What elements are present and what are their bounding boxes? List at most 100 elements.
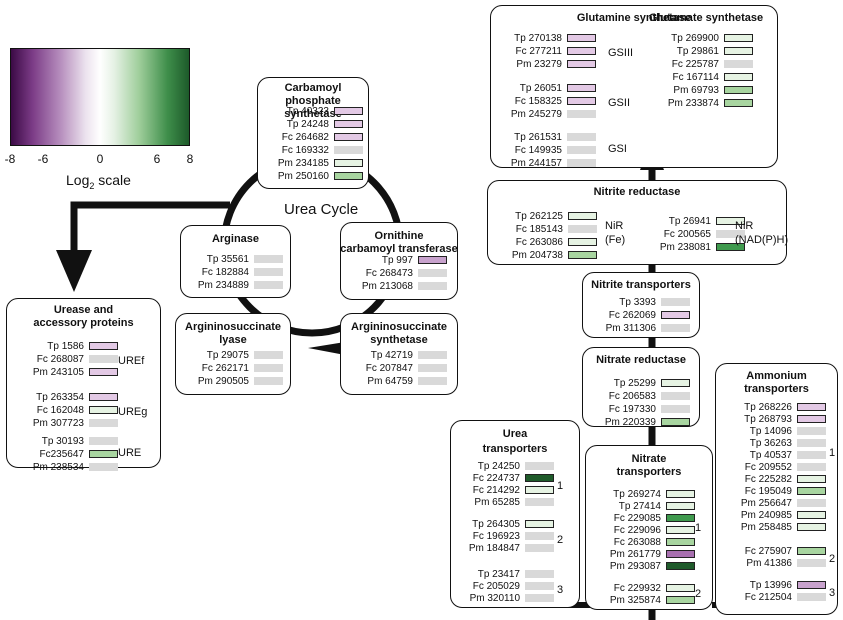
- gene-id: Pm 290505: [197, 375, 249, 387]
- gene-id: Pm 184847: [468, 542, 520, 554]
- expression-cell: [334, 133, 363, 141]
- box-title: transporters: [744, 383, 809, 395]
- gene-row: Fc 224737: [454, 472, 554, 484]
- box-nitrate-red: [582, 347, 700, 427]
- expression-cell: [334, 107, 363, 115]
- gene-id: Fc 214292: [472, 484, 520, 496]
- gene-id: Fc 182884: [201, 266, 249, 278]
- expression-cell: [797, 427, 826, 435]
- gene-id: Pm 64759: [367, 375, 413, 387]
- gene-id: Tp 270138: [514, 32, 562, 44]
- gene-row: Tp 29861: [635, 45, 753, 57]
- expression-cell: [666, 514, 695, 522]
- gene-id: Fc 263086: [515, 236, 563, 248]
- expression-cell: [418, 282, 447, 290]
- box-urease: [6, 298, 161, 468]
- box-title: transporters: [482, 443, 548, 455]
- gene-id: Fc 209552: [744, 461, 792, 473]
- gene-row: Tp 26941: [635, 215, 745, 227]
- expression-cell: [724, 47, 753, 55]
- gene-row: Fc 262171: [188, 362, 283, 374]
- expression-cell: [797, 547, 826, 555]
- gene-row: Pm 64759: [352, 375, 447, 387]
- expression-cell: [724, 73, 753, 81]
- gene-row: Pm 184847: [454, 542, 554, 554]
- gene-id: Fc 207847: [365, 362, 413, 374]
- box-title: Arginase: [211, 233, 260, 245]
- gene-id: Fc 224737: [472, 472, 520, 484]
- gene-id: Fc 169332: [281, 144, 329, 156]
- gene-row: Pm 261779: [585, 548, 695, 560]
- expression-cell: [797, 581, 826, 589]
- gene-id: Tp 997: [381, 254, 413, 266]
- gene-row: Pm 256647: [716, 497, 826, 509]
- group-label: GSII: [608, 97, 631, 109]
- expression-cell: [724, 99, 753, 107]
- gene-row: Tp 27414: [585, 500, 695, 512]
- group-label: URE: [118, 447, 142, 459]
- gene-row: Fc 149935: [488, 144, 596, 156]
- gene-id: Tp 29075: [206, 349, 249, 361]
- gene-id: Pm 240985: [740, 509, 792, 521]
- expression-cell: [666, 550, 695, 558]
- expression-cell: [797, 403, 826, 411]
- gene-id: Fc 185143: [515, 223, 563, 235]
- gene-id: Pm 233874: [667, 97, 719, 109]
- gene-id: Fc 212504: [744, 591, 792, 603]
- group-label: 1: [557, 480, 564, 492]
- expression-cell: [666, 538, 695, 546]
- gene-row: Pm 213068: [352, 280, 447, 292]
- expression-cell: [89, 419, 118, 427]
- expression-cell: [716, 217, 745, 225]
- box-title: Carbamoyl: [284, 82, 342, 94]
- expression-cell: [716, 230, 745, 238]
- gene-id: Pm 245279: [510, 108, 562, 120]
- group-label: 3: [829, 587, 836, 599]
- gene-id: Fc 263088: [613, 536, 661, 548]
- gene-id: Fc235647: [39, 448, 84, 460]
- gene-row: Tp 269900: [635, 32, 753, 44]
- gene-row: Tp 23417: [454, 568, 554, 580]
- expression-cell: [797, 559, 826, 567]
- gene-row: Fc 207847: [352, 362, 447, 374]
- group-label: GSI: [608, 143, 627, 155]
- box-title: transporters: [616, 466, 682, 478]
- group-label: 2: [557, 534, 564, 546]
- gene-row: Tp 30193: [10, 435, 118, 447]
- gene-row: Fc 196923: [454, 530, 554, 542]
- expression-cell: [89, 450, 118, 458]
- expression-cell: [418, 351, 447, 359]
- gene-id: Pm 256647: [740, 497, 792, 509]
- gene-row: Pm 244157: [488, 157, 596, 169]
- expression-cell: [334, 172, 363, 180]
- expression-cell: [797, 487, 826, 495]
- expression-cell: [661, 324, 690, 332]
- expression-cell: [567, 97, 596, 105]
- gene-id: Fc 229932: [613, 582, 661, 594]
- expression-cell: [254, 351, 283, 359]
- gene-id: Tp 40537: [749, 449, 792, 461]
- gene-row: Fc 206583: [580, 390, 690, 402]
- expression-cell: [666, 596, 695, 604]
- gene-id: Fc 229085: [613, 512, 661, 524]
- expression-cell: [797, 499, 826, 507]
- gene-row: Pm 204738: [487, 249, 597, 261]
- box-title: phosphate synthetase: [284, 95, 342, 120]
- gene-row: Pm 325874: [585, 594, 695, 606]
- group-label: 1: [695, 522, 702, 534]
- expression-cell: [568, 251, 597, 259]
- box-title: Urea: [502, 428, 528, 440]
- expression-cell: [568, 225, 597, 233]
- expression-cell: [89, 437, 118, 445]
- gene-id: Pm 258485: [740, 521, 792, 533]
- gene-row: Tp 40537: [716, 449, 826, 461]
- log2-color-scale: [10, 48, 190, 146]
- expression-cell: [567, 47, 596, 55]
- gene-id: Fc 197330: [608, 403, 656, 415]
- gene-id: Pm 220339: [604, 416, 656, 428]
- gene-id: Pm 213068: [361, 280, 413, 292]
- gene-id: Fc 195049: [744, 485, 792, 497]
- expression-cell: [525, 532, 554, 540]
- box-title: carbamoyl transferase: [340, 243, 458, 255]
- legend-tick: 8: [186, 152, 194, 166]
